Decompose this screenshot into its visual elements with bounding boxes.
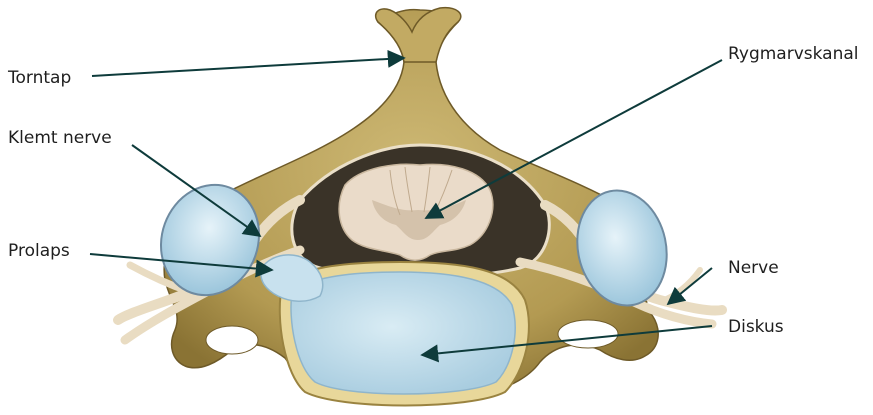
label-torntap: Torntap: [8, 68, 71, 88]
label-rygmarvskanal: Rygmarvskanal: [728, 44, 859, 64]
leader-nerve: [668, 268, 712, 304]
label-nerve: Nerve: [728, 258, 779, 278]
leader-torntap: [92, 58, 404, 76]
foramen-right: [558, 320, 618, 348]
label-diskus: Diskus: [728, 317, 784, 337]
disc-nucleus: [291, 272, 515, 394]
foramen-left: [206, 326, 258, 354]
label-klemt-nerve: Klemt nerve: [8, 128, 112, 148]
label-prolaps: Prolaps: [8, 241, 70, 261]
